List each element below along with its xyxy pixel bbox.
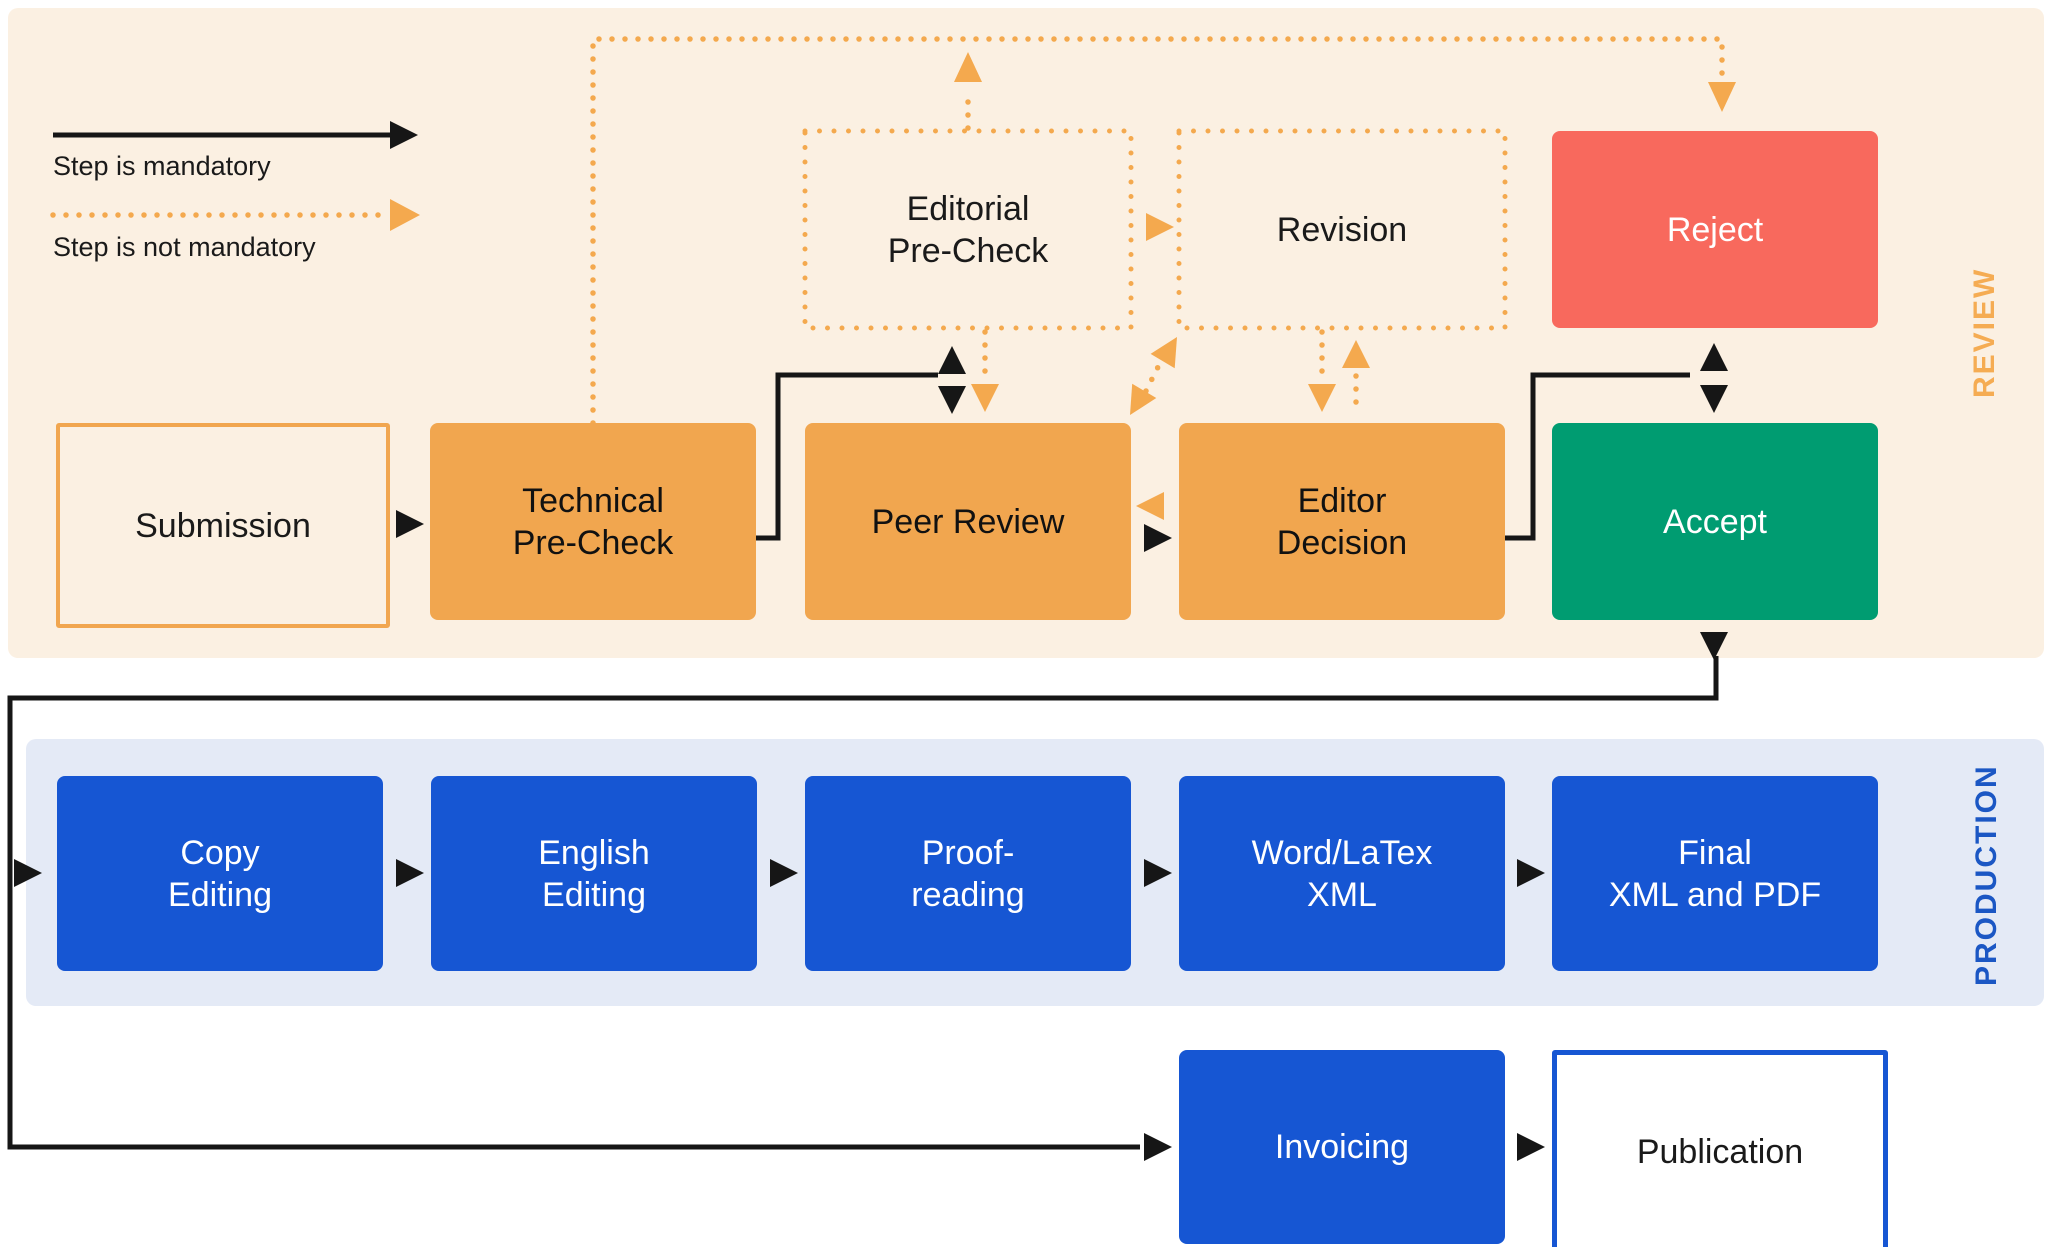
node-label: Peer Review [871, 502, 1065, 541]
editor-elbow-line [1505, 372, 1690, 541]
node-label: Decision [1276, 523, 1408, 562]
node-peer-review: Peer Review [805, 423, 1131, 620]
legend-optional-arrow-icon [390, 199, 420, 231]
node-label: Proof- [921, 833, 1015, 872]
proof-to-word-arrow-icon [1144, 859, 1172, 887]
node-final-xml-pdf: Final XML and PDF [1552, 776, 1878, 971]
optional-path-peer-revision-diagonal [1143, 358, 1164, 394]
node-editor-decision: Editor Decision [1179, 423, 1505, 620]
node-copy-editing: Copy Editing [57, 776, 383, 971]
node-label: reading [911, 875, 1025, 914]
english-to-proof-arrow-icon [770, 859, 798, 887]
node-label: Publication [1636, 1133, 1804, 1171]
production-section-label: PRODUCTION [1970, 764, 2003, 986]
node-label: Pre-Check [887, 231, 1049, 270]
node-label: Pre-Check [512, 523, 674, 562]
node-label: Submission [135, 506, 311, 545]
node-accept: Accept [1552, 423, 1878, 620]
legend-optional-label: Step is not mandatory [53, 232, 316, 262]
node-proof-reading: Proof- reading [805, 776, 1131, 971]
node-label: English [538, 833, 650, 872]
editor-to-accept-arrow-icon [1700, 385, 1728, 413]
node-label: XML [1307, 875, 1377, 914]
node-label: Invoicing [1274, 1128, 1410, 1166]
node-label: Editorial [906, 189, 1030, 228]
legend-mandatory-arrow-icon [390, 121, 418, 149]
legend-mandatory-label: Step is mandatory [53, 151, 271, 181]
node-label: Editing [542, 875, 646, 914]
node-reject: Reject [1552, 131, 1878, 328]
node-label: Accept [1663, 502, 1767, 541]
editor-to-reject-arrow-icon [1700, 343, 1728, 371]
node-label: Reject [1666, 210, 1764, 249]
editor-to-peer-arrow-icon [1136, 492, 1164, 520]
node-english-editing: English Editing [431, 776, 757, 971]
accept-routing-line [7, 656, 1719, 1150]
node-invoicing: Invoicing [1179, 1050, 1505, 1244]
node-submission: Submission [56, 423, 390, 628]
peer-to-revision-diagonal-arrow-icon [1150, 337, 1177, 369]
editorial-to-peer-arrow-icon [971, 384, 999, 412]
revision-to-editor-arrow-icon [1308, 384, 1336, 412]
node-label: Editor [1297, 481, 1387, 520]
optional-path-technical-to-reject [590, 36, 1725, 426]
technical-to-peer-arrow-icon [938, 386, 966, 414]
node-word-latex-xml: Word/LaTex XML [1179, 776, 1505, 971]
node-label: Revision [1276, 210, 1408, 249]
node-publication: Publication [1552, 1050, 1888, 1247]
editorial-join-arrow-icon [954, 52, 982, 82]
node-label: Technical [522, 481, 664, 520]
submission-to-technical-arrow-icon [396, 510, 424, 538]
node-label: Word/LaTex [1251, 833, 1433, 872]
accept-exit-arrow-icon [1700, 632, 1728, 660]
word-to-final-arrow-icon [1517, 859, 1545, 887]
editorial-to-revision-arrow-icon [1146, 213, 1174, 241]
technical-to-editorial-arrow-icon [938, 346, 966, 374]
node-label: Final [1678, 833, 1752, 872]
invoicing-to-publication-arrow-icon [1517, 1133, 1545, 1161]
technical-elbow-line [756, 372, 938, 541]
node-technical-pre-check: Technical Pre-Check [430, 423, 756, 620]
review-section-label: REVIEW [1968, 267, 2001, 398]
copy-to-english-arrow-icon [396, 859, 424, 887]
node-label: XML and PDF [1608, 875, 1822, 914]
invoicing-entry-arrow-icon [1144, 1133, 1172, 1161]
production-entry-arrow-icon [14, 859, 42, 887]
reject-entry-arrow-icon [1708, 82, 1736, 112]
node-label: Copy [180, 833, 260, 872]
editor-to-revision-arrow-icon [1342, 340, 1370, 368]
peer-to-editor-arrow-icon [1144, 524, 1172, 552]
node-revision: Revision [1179, 131, 1505, 328]
revision-to-peer-diagonal-arrow-icon [1130, 383, 1157, 415]
node-editorial-pre-check: Editorial Pre-Check [805, 131, 1131, 328]
node-label: Editing [168, 875, 272, 914]
